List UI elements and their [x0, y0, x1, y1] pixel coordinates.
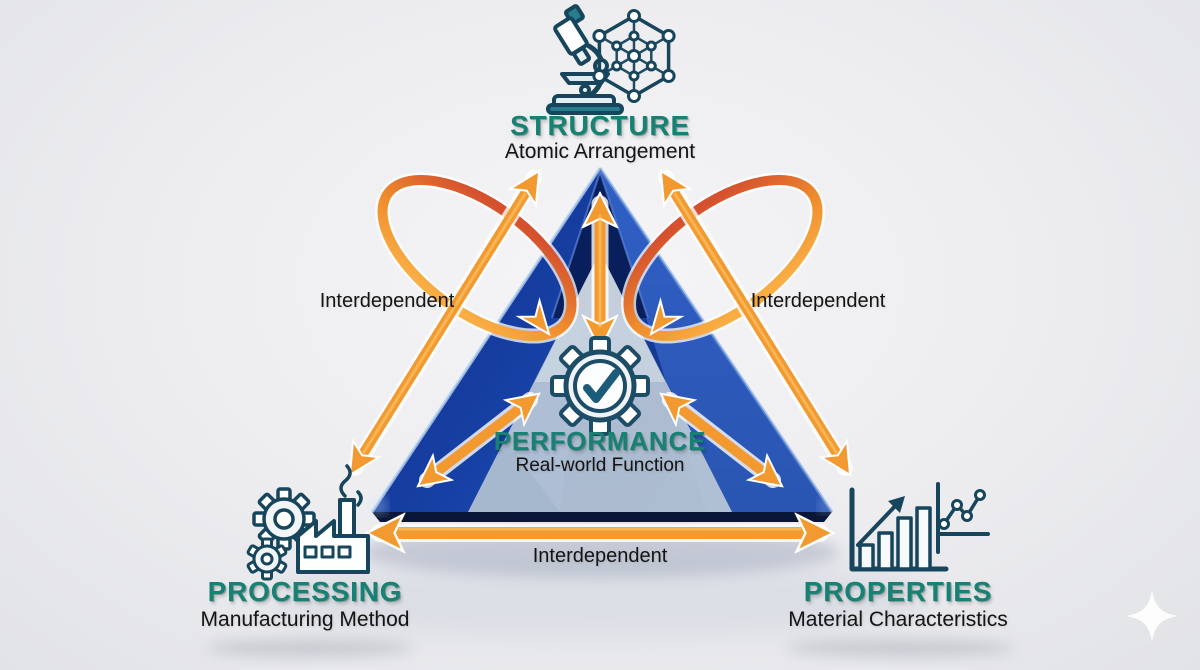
structure-title: STRUCTURE	[510, 110, 690, 141]
properties-title: PROPERTIES	[803, 576, 993, 607]
arrow-performance-properties	[670, 392, 773, 488]
arrow-properties-structure	[658, 178, 853, 468]
performance-title: PERFORMANCE	[493, 426, 707, 456]
gear-checkmark-icon	[550, 336, 650, 436]
structure-subtitle: Atomic Arrangement	[504, 140, 696, 163]
processing-title: PROCESSING	[207, 576, 403, 607]
atomic-lattice-icon	[592, 9, 676, 103]
performance-subtitle: Real-world Function	[515, 455, 685, 476]
properties-subtitle: Material Characteristics	[788, 608, 1008, 631]
processing-subtitle: Manufacturing Method	[200, 608, 410, 631]
line-chart-dots-icon	[936, 482, 990, 554]
arrow-performance-processing	[427, 392, 530, 488]
arrow-processing-properties	[380, 529, 820, 533]
bar-chart-trend-icon	[849, 487, 949, 572]
edge-label-bottom: Interdependent	[532, 545, 668, 567]
gears-factory-icon	[246, 464, 370, 581]
arrow-processing-structure	[347, 178, 542, 468]
microscope-icon	[546, 4, 624, 115]
edge-label-right: Interdependent	[750, 290, 886, 312]
edge-label-left: Interdependent	[319, 290, 455, 312]
sparkle-icon	[1126, 590, 1178, 642]
